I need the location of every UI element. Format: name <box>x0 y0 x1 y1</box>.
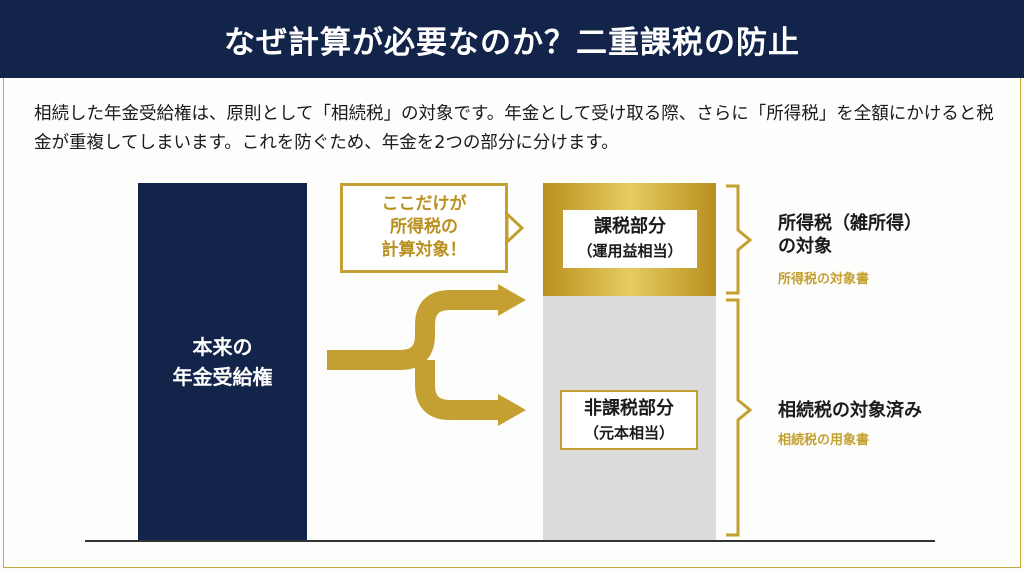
callout-box: ここだけが 所得税の 計算対象！ <box>340 183 508 273</box>
taxable-sub: （運用益相当） <box>577 242 683 260</box>
taxable-note: 所得税の対象書 <box>778 272 870 287</box>
source-line1: 本来の <box>192 334 253 359</box>
taxable-desc: 所得税（雑所得）の対象 <box>778 212 922 258</box>
taxable-title: 課税部分 <box>594 216 666 237</box>
header: なぜ計算が必要なのか？二重課税の防止 <box>0 0 1024 78</box>
nontaxable-note: 相続税の用象書 <box>778 433 870 448</box>
taxable-desc-line1: 所得税（雑所得） <box>778 213 922 234</box>
callout-line1: ここだけが <box>381 194 467 214</box>
nontaxable-desc: 相続税の対象済み <box>778 400 922 421</box>
arrow-head-lower <box>498 394 526 426</box>
nontaxable-title: 非課税部分 <box>584 398 674 419</box>
callout-line2: 所得税の <box>390 217 458 237</box>
taxable-label: 課税部分 （運用益相当） <box>563 210 697 268</box>
callout-line3: 計算対象！ <box>381 240 467 260</box>
baseline <box>85 540 935 542</box>
arrow-head-upper <box>498 284 526 316</box>
taxable-desc-line2: の対象 <box>778 236 832 257</box>
page-title: なぜ計算が必要なのか？二重課税の防止 <box>224 24 800 61</box>
callout-pointer <box>505 210 525 246</box>
brace-upper <box>726 184 753 295</box>
nontaxable-label: 非課税部分 （元本相当） <box>560 390 698 450</box>
source-line2: 年金受給権 <box>172 364 273 389</box>
fork-arrow <box>327 290 500 420</box>
brace-lower <box>726 298 753 537</box>
intro-text: 相続した年金受給権は、原則として「相続税」の対象です。年金として受け取る際、さら… <box>34 104 994 153</box>
source-block: 本来の年金受給権 <box>138 183 307 540</box>
nontaxable-sub: （元本相当） <box>583 424 674 442</box>
